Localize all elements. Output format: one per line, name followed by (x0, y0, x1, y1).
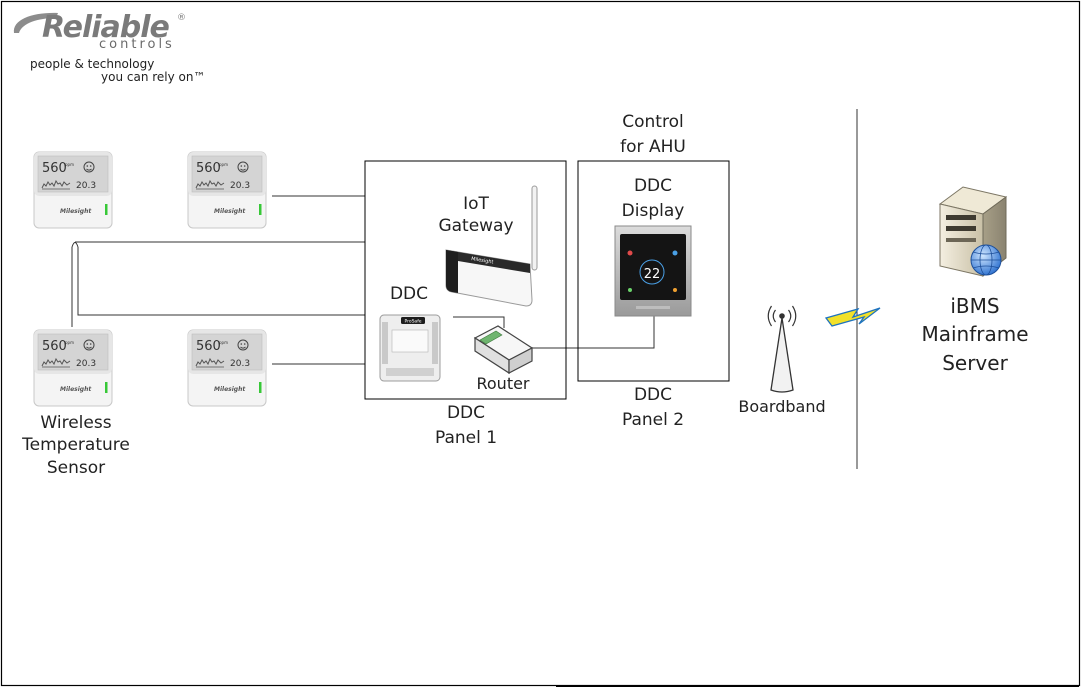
svg-text:ppm: ppm (65, 340, 74, 345)
wireless-sensor-bottom-left: 560 ppm 20.3 Milesight (33, 329, 113, 407)
ddc-display-device: 22 (614, 225, 692, 317)
svg-text:20.3: 20.3 (76, 359, 96, 369)
svg-text:Milesight: Milesight (214, 386, 246, 393)
svg-text:560: 560 (42, 161, 67, 176)
wireless-sensor-bottom-right: 560 ppm 20.3 Milesight (187, 329, 267, 407)
svg-text:Milesight: Milesight (60, 208, 92, 215)
gateway-antenna (531, 185, 538, 271)
link-bus-lower (77, 247, 365, 316)
label-ibms-line3: Server (942, 351, 1008, 375)
label-control-ahu-line2: for AHU (620, 137, 686, 157)
wireless-sensor-top-right: 560 ppm 20.3 Milesight (187, 151, 267, 229)
link-ddc-router (453, 316, 505, 328)
svg-text:20.3: 20.3 (230, 359, 250, 369)
svg-text:560: 560 (196, 161, 221, 176)
label-ddc-panel-2-line1: DDC (634, 385, 672, 405)
label-boardband: Boardband (738, 397, 825, 416)
label-router: Router (476, 374, 529, 393)
label-ddc-panel-1-line1: DDC (447, 403, 485, 423)
label-ddc-panel-1-line2: Panel 1 (435, 428, 497, 448)
svg-text:560: 560 (196, 339, 221, 354)
ddc-panel-2-box (577, 160, 730, 382)
broadband-antenna-icon (767, 305, 797, 393)
ddc-panel-1-box (364, 160, 567, 400)
label-wireless-sensor-line1: Wireless (40, 413, 111, 433)
ibms-server-icon (938, 186, 1008, 278)
label-ibms-line1: iBMS (950, 294, 999, 318)
label-ddc-display-line2: Display (622, 201, 685, 221)
svg-text:ppm: ppm (219, 162, 228, 167)
logo-wordmark-bottom: controls (99, 37, 175, 52)
label-ddc-panel-2-line2: Panel 2 (622, 410, 684, 430)
svg-text:ppm: ppm (65, 162, 74, 167)
label-ddc-display-line1: DDC (634, 176, 672, 196)
logo-wordmark-top: Reliable (42, 10, 170, 45)
svg-text:ppm: ppm (219, 340, 228, 345)
gateway-brand-text: Milesight (471, 256, 494, 265)
wireless-link-lightning-icon (824, 307, 881, 327)
ddc-controller-device: ProSafe (379, 314, 441, 382)
label-iot-gateway-line2: Gateway (438, 216, 513, 236)
link-hop (71, 242, 79, 248)
svg-text:20.3: 20.3 (230, 181, 250, 191)
connection-lines (71, 109, 858, 469)
label-wireless-sensor-line3: Sensor (47, 458, 105, 478)
logo-swoosh (13, 12, 59, 33)
display-temperature-text: 22 (644, 267, 661, 282)
link-router-display (522, 315, 655, 349)
wireless-sensor-top-left: 560 ppm 20.3 Milesight (33, 151, 113, 229)
gateway-top-band (446, 250, 530, 273)
logo-registered-mark: ® (177, 13, 186, 23)
label-ibms-line2: Mainframe (921, 322, 1028, 346)
svg-text:Milesight: Milesight (60, 386, 92, 393)
label-ddc: DDC (390, 284, 428, 304)
router-device (473, 325, 534, 375)
svg-text:560: 560 (42, 339, 67, 354)
gateway-end-cap (446, 250, 458, 293)
logo-tagline-1: people & technology (30, 57, 154, 71)
svg-text:20.3: 20.3 (76, 181, 96, 191)
logo-tagline-2: you can rely on™ (101, 70, 205, 84)
ddc-brand-text: ProSafe (404, 319, 421, 325)
label-wireless-sensor-line2: Temperature (21, 435, 130, 455)
label-iot-gateway-line1: IoT (463, 194, 489, 214)
reliable-controls-logo: Reliable ® controls people & technology … (13, 10, 205, 84)
iot-gateway-device: Milesight (445, 185, 538, 307)
label-control-ahu-line1: Control (622, 112, 683, 132)
svg-text:Milesight: Milesight (214, 208, 246, 215)
